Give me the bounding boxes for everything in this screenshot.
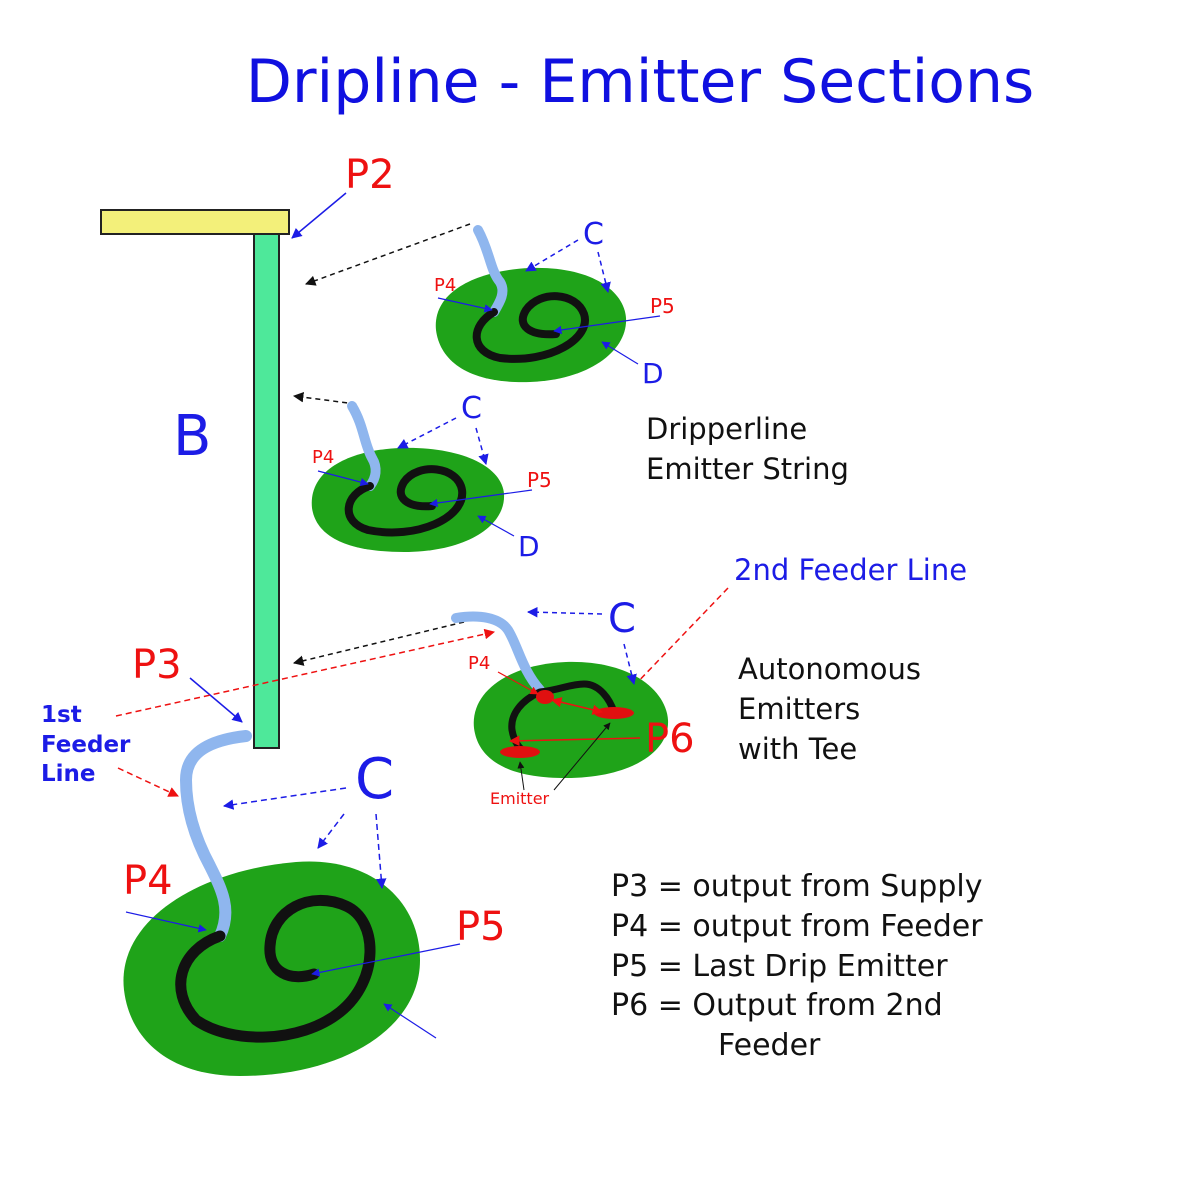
section-3-lawn xyxy=(473,661,669,778)
section-3-c-arrow-feeder xyxy=(526,607,603,618)
section-1-c-arrow-lawn xyxy=(597,251,611,294)
autonomous-note-line-1: Autonomous xyxy=(738,652,921,686)
first-feeder-line-label: 1st Feeder Line xyxy=(41,702,131,787)
p3-label: P3 xyxy=(132,642,182,688)
diagram-title: Dripline - Emitter Sections xyxy=(246,47,1035,117)
section-3-p4-label: P4 xyxy=(468,653,490,674)
section-4-dripperline: C P4 P5 xyxy=(123,730,506,1076)
section-2-c-label: C xyxy=(461,391,482,426)
supply-line xyxy=(100,209,290,235)
section-4-c-arrow-feeder xyxy=(222,787,347,810)
section-4-feeder xyxy=(179,730,252,942)
dripperline-note: Dripperline Emitter String xyxy=(646,412,849,486)
section-1-tap-arrow xyxy=(305,223,471,286)
section-4-p4-arrow xyxy=(125,911,207,933)
section-1-feeder xyxy=(473,225,508,317)
legend-item-p4: P4 = output from Feeder xyxy=(611,909,983,944)
section-3-emitter-label: Emitter xyxy=(490,789,550,808)
section-1-c-arrow-feeder xyxy=(525,239,579,272)
dripperline-note-line-2: Emitter String xyxy=(646,452,849,486)
section-4-c-arrow-lawn-2 xyxy=(375,813,387,890)
autonomous-note-line-3: with Tee xyxy=(738,732,857,766)
second-feeder-line-arrow xyxy=(631,587,729,689)
b-label: B xyxy=(173,404,211,469)
section-1-p4-label: P4 xyxy=(434,275,456,296)
section-2-tap-arrow xyxy=(292,392,357,405)
section-3-tap-arrow xyxy=(292,621,465,666)
first-feeder-arrow-to-section xyxy=(115,628,496,717)
first-feeder-line-text-3: Line xyxy=(41,761,96,787)
section-1-d-arrow xyxy=(601,341,639,365)
legend-item-p5: P5 = Last Drip Emitter xyxy=(611,949,948,984)
section-1-dripline xyxy=(472,292,589,363)
section-2-p5-label: P5 xyxy=(527,468,552,492)
section-1-p5-arrow xyxy=(553,315,661,335)
section-2-p5-arrow xyxy=(429,489,533,508)
section-2-d-label: D xyxy=(518,530,540,563)
section-3-tee xyxy=(536,690,554,704)
p2-label: P2 xyxy=(345,152,395,198)
second-feeder-line-label: 2nd Feeder Line xyxy=(734,553,967,587)
legend: P3 = output from Supply P4 = output from… xyxy=(611,869,983,1063)
autonomous-note-line-2: Emitters xyxy=(738,692,860,726)
section-3-feeder xyxy=(451,611,545,695)
dripperline-note-line-1: Dripperline xyxy=(646,412,807,446)
section-3-p6-arrow xyxy=(508,735,641,747)
mainline-pipe xyxy=(253,233,280,749)
section-3-p6-label: P6 xyxy=(645,716,695,762)
section-3-emitter-1 xyxy=(500,746,540,758)
p2-arrow xyxy=(291,192,347,239)
section-1-p5-label: P5 xyxy=(650,294,675,318)
section-1-d-label: D xyxy=(642,357,664,390)
section-1-p4-arrow xyxy=(437,297,493,313)
section-3-tee-to-emitter-2 xyxy=(550,697,604,715)
legend-item-p6: P6 = Output from 2nd xyxy=(611,988,943,1023)
section-1-c-label: C xyxy=(583,217,604,252)
first-feeder-line-text-2: Feeder xyxy=(41,732,131,758)
autonomous-note: Autonomous Emitters with Tee xyxy=(738,652,921,766)
section-2-d-arrow xyxy=(477,515,515,537)
section-4-c-label: C xyxy=(355,747,394,812)
section-1-dripperline: C P4 P5 D xyxy=(434,217,675,390)
first-feeder-arrow-to-feeder xyxy=(117,767,179,797)
section-4-c-arrow-lawn-1 xyxy=(317,813,345,849)
section-4-p4-label: P4 xyxy=(123,858,173,904)
section-2-p4-arrow xyxy=(317,470,369,487)
section-4-p5-arrow xyxy=(311,943,461,977)
section-3-c-label: C xyxy=(608,596,636,642)
first-feeder-line-text-1: 1st xyxy=(41,702,82,728)
section-4-d-arrow xyxy=(383,1003,437,1039)
section-2-c-arrow-feeder xyxy=(397,417,457,449)
section-3-c-arrow-lawn xyxy=(623,643,637,686)
section-2-feeder xyxy=(347,401,381,491)
section-2-dripline xyxy=(344,465,467,537)
section-2-p4-label: P4 xyxy=(312,447,334,468)
section-3-p4-arrow xyxy=(497,671,539,695)
legend-item-p6-cont: Feeder xyxy=(718,1028,821,1063)
section-3-emitter-2 xyxy=(594,707,634,719)
section-3-emitter-arrow-2 xyxy=(553,722,611,791)
section-4-p5-label: P5 xyxy=(456,904,506,950)
legend-item-p3: P3 = output from Supply xyxy=(611,869,982,904)
p3-arrow xyxy=(189,677,243,723)
section-2-dripperline: C P4 P5 D xyxy=(311,391,552,563)
section-3-autonomous: C P4 P6 Emitter xyxy=(451,596,695,808)
section-4-dripline xyxy=(175,895,376,1043)
section-2-c-arrow-lawn xyxy=(475,427,489,466)
section-3-emitter-arrow-1 xyxy=(517,761,525,791)
